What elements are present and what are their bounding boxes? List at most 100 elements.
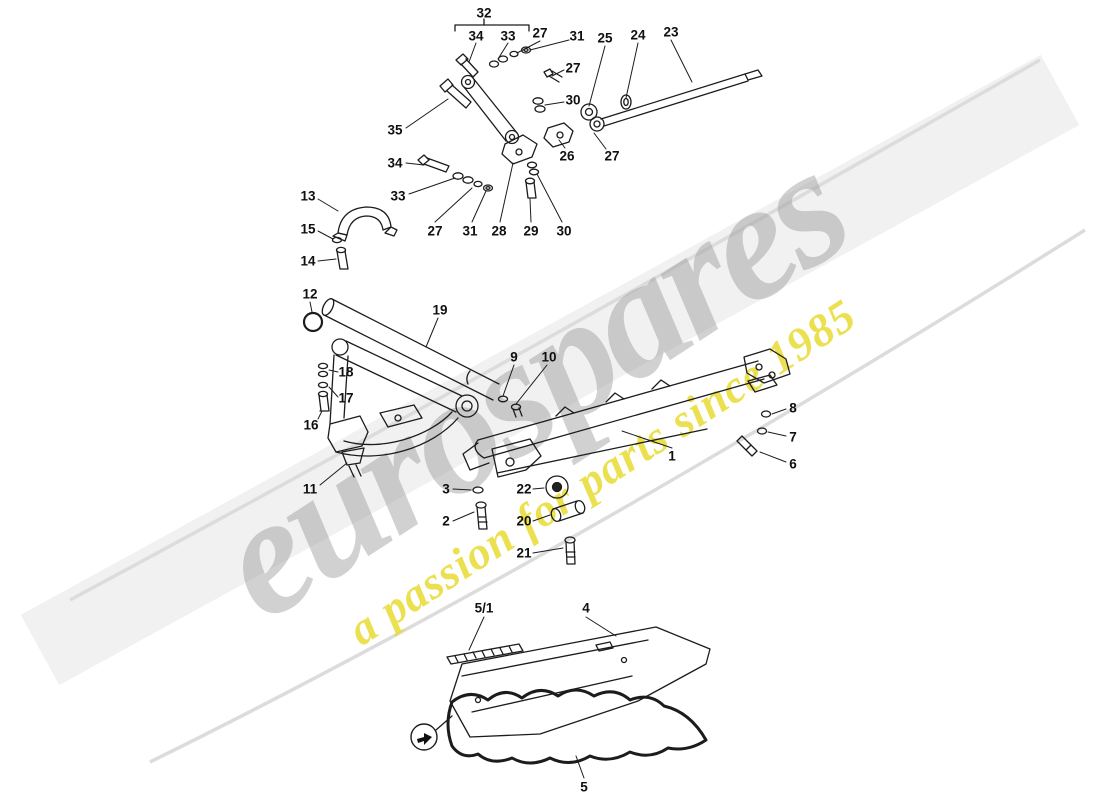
leader-line-5: [575, 755, 585, 779]
left-hardware: [417, 78, 494, 192]
leader-line-31: [529, 39, 570, 51]
part-label-22[interactable]: 22: [516, 481, 532, 497]
part-label-27[interactable]: 27: [604, 148, 620, 164]
part-label-12[interactable]: 12: [302, 286, 318, 302]
leader-line-28: [499, 162, 514, 223]
part-label-14[interactable]: 14: [300, 253, 316, 269]
part-label-1[interactable]: 1: [668, 448, 676, 464]
part-label-32[interactable]: 32: [476, 5, 492, 21]
part-label-9[interactable]: 9: [510, 349, 518, 365]
part-label-6[interactable]: 6: [789, 456, 797, 472]
leader-line-20: [532, 514, 551, 522]
leader-line-10: [515, 364, 548, 405]
leader-line-16: [317, 410, 323, 420]
leader-lines: [309, 39, 787, 779]
part-label-34[interactable]: 34: [468, 28, 484, 44]
part-label-2[interactable]: 2: [442, 513, 450, 529]
leader-line-27: [593, 132, 607, 150]
part-label-27[interactable]: 27: [427, 223, 443, 239]
control-arm: [327, 338, 479, 478]
part-label-33[interactable]: 33: [500, 28, 516, 44]
leader-line-6: [759, 451, 787, 463]
part-label-27[interactable]: 27: [532, 25, 548, 41]
leader-line-19: [425, 317, 439, 348]
leader-line-5-1: [468, 616, 485, 651]
part-label-30[interactable]: 30: [565, 92, 581, 108]
center-hardware: [472, 475, 586, 565]
leader-line-33: [497, 42, 509, 60]
part-label-16[interactable]: 16: [303, 417, 319, 433]
leader-line-15: [317, 230, 334, 240]
right-hardware: [736, 410, 772, 457]
assembly-32-bracket: [454, 18, 530, 32]
part-label-18[interactable]: 18: [338, 364, 354, 380]
swoosh-line-upper: [69, 58, 1041, 602]
part-label-33[interactable]: 33: [390, 188, 406, 204]
part-label-21[interactable]: 21: [516, 545, 532, 561]
part-label-10[interactable]: 10: [541, 349, 557, 365]
leader-line-1: [621, 430, 673, 449]
part-label-13[interactable]: 13: [300, 188, 316, 204]
arm-hardware: [317, 362, 523, 418]
leader-line-35: [405, 98, 449, 129]
leader-line-18: [328, 369, 339, 373]
part-label-35[interactable]: 35: [387, 122, 403, 138]
stabilizer-clamp: [331, 206, 398, 270]
part-label-23[interactable]: 23: [663, 24, 679, 40]
leader-line-8: [771, 408, 787, 415]
leader-line-13: [317, 198, 339, 212]
part-label-24[interactable]: 24: [630, 27, 646, 43]
part-label-5-1[interactable]: 5/1: [474, 600, 494, 616]
torsion-bar-tube: [302, 298, 500, 401]
part-label-30[interactable]: 30: [556, 223, 572, 239]
protection-plate: [410, 626, 711, 765]
leader-line-34: [468, 42, 477, 63]
leader-line-25: [588, 45, 606, 107]
part-label-15[interactable]: 15: [300, 221, 316, 237]
part-label-25[interactable]: 25: [597, 30, 613, 46]
tie-rod-assembly: [543, 69, 763, 148]
leader-line-24: [625, 42, 639, 99]
leader-line-22: [532, 487, 545, 490]
leader-line-3: [452, 488, 472, 491]
part-label-5[interactable]: 5: [580, 779, 588, 795]
part-label-11[interactable]: 11: [302, 481, 318, 497]
swoosh-line-lower: [149, 228, 1086, 764]
crossmember: [462, 348, 791, 478]
leader-line-27: [551, 69, 565, 77]
part-label-19[interactable]: 19: [432, 302, 448, 318]
part-label-31[interactable]: 31: [462, 223, 478, 239]
leader-line-7: [767, 431, 787, 437]
leader-line-27: [434, 187, 473, 223]
leader-line-30: [544, 101, 565, 106]
leader-line-23: [670, 39, 693, 83]
leader-line-21: [532, 547, 564, 554]
leader-line-17: [328, 386, 339, 398]
leader-line-12: [309, 301, 313, 313]
part-label-20[interactable]: 20: [516, 513, 532, 529]
part-label-7[interactable]: 7: [789, 429, 797, 445]
leader-line-31: [471, 190, 487, 223]
leader-line-11: [319, 462, 348, 486]
part-label-17[interactable]: 17: [338, 390, 354, 406]
part-label-3[interactable]: 3: [442, 481, 450, 497]
gasket-outline: [446, 688, 708, 765]
part-label-29[interactable]: 29: [523, 223, 539, 239]
part-label-31[interactable]: 31: [569, 28, 585, 44]
leader-line-9: [502, 364, 515, 397]
part-label-4[interactable]: 4: [582, 600, 590, 616]
part-label-8[interactable]: 8: [789, 400, 797, 416]
leader-line-30: [536, 173, 563, 223]
leader-line-2: [452, 511, 475, 522]
leader-line-33: [408, 177, 456, 195]
part-label-34[interactable]: 34: [387, 155, 403, 171]
part-label-26[interactable]: 26: [559, 148, 575, 164]
leader-line-26: [558, 139, 566, 149]
part-label-28[interactable]: 28: [491, 223, 507, 239]
leader-line-4: [585, 616, 617, 637]
leader-line-27: [516, 40, 541, 54]
part-label-27[interactable]: 27: [565, 60, 581, 76]
